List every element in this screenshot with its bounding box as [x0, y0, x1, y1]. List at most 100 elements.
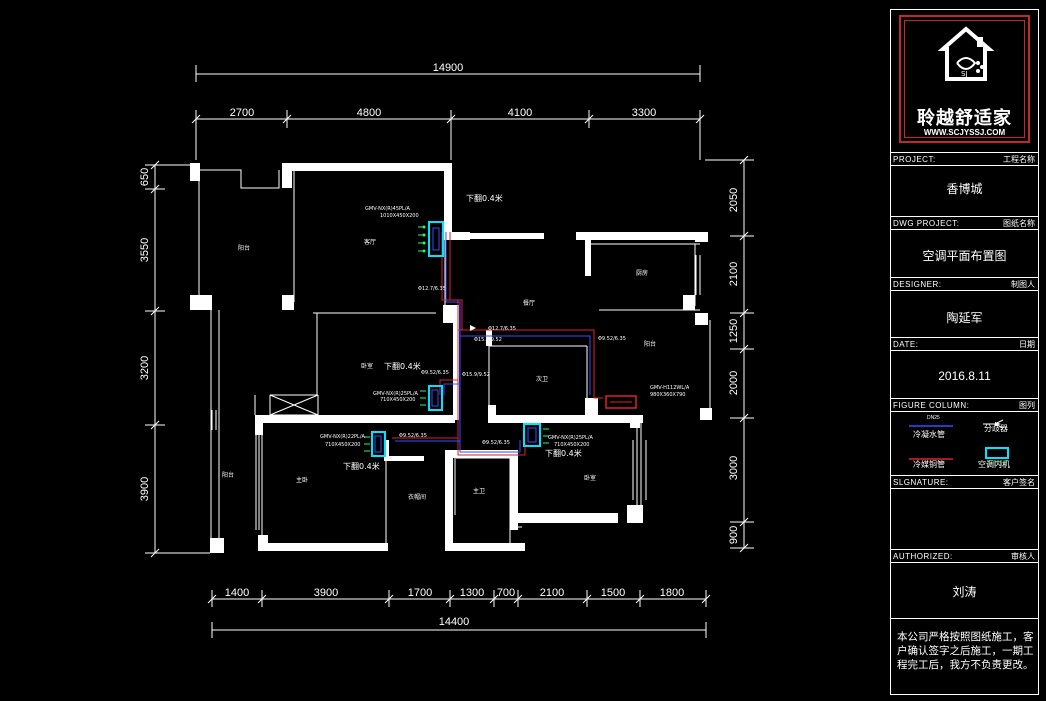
- project-label-cn: 工程名称: [1003, 155, 1035, 164]
- dim-top-3: 4100: [508, 107, 532, 119]
- room-label: 餐厅: [523, 299, 535, 307]
- pipe-label: Φ9.52/6.35: [421, 370, 449, 376]
- pipe-label: Φ9.52/6.35: [399, 433, 427, 439]
- unit-5-size: 980X360X790: [650, 392, 685, 398]
- pipe-label: Φ9.52/6.35: [482, 440, 510, 446]
- dim-left-3: 3200: [139, 356, 151, 380]
- room-label: 阳台: [238, 244, 250, 252]
- unit-3-model: GMV-NX(R)22PL/A: [320, 434, 366, 440]
- dim-overall-bottom: 14400: [439, 616, 470, 628]
- date-value: 2016.8.11: [938, 369, 991, 383]
- brand-name: 聆越舒适家: [917, 108, 1012, 128]
- designer-value: 陶延军: [946, 311, 983, 325]
- dim-right-1: 2050: [728, 188, 740, 212]
- dwg-value: 空调平面布置图: [922, 249, 1007, 263]
- room-label: 厨房: [636, 269, 648, 277]
- room-label: 客厅: [364, 238, 376, 246]
- figure-label-cn: 图列: [1019, 401, 1035, 410]
- unit-2-model: GMV-NX(R)25PL/A: [373, 391, 419, 397]
- dim-left-1: 650: [139, 168, 151, 186]
- date-label: DATE:: [893, 340, 919, 349]
- dim-top-4: 3300: [632, 107, 656, 119]
- drop-label: 下翻0.4米: [545, 448, 582, 458]
- authorized-header: AUTHORIZED: 审核人: [891, 549, 1038, 563]
- authorized-label-cn: 审核人: [1011, 552, 1035, 561]
- dim-right-5: 3000: [728, 456, 740, 480]
- signature-header: SLGNATURE: 客户签名: [891, 475, 1038, 489]
- project-value: 香博城: [946, 182, 983, 196]
- room-label: 阳台: [222, 471, 234, 479]
- room-labels: 阳台 客厅 餐厅 厨房 卧室 主卧 次卫 衣帽间 主卫 卧室 阳台 阳台: [222, 238, 656, 501]
- legend-graphics: [909, 419, 1009, 466]
- dim-left-4: 3900: [139, 477, 151, 501]
- pipe-size-labels: Φ12.7/6.35 Φ12.7/6.35 Φ15.9/9.52 Φ9.52/6…: [399, 286, 626, 446]
- drop-label: 下翻0.4米: [384, 361, 421, 371]
- dim-bottom-7: 1500: [601, 587, 625, 599]
- dim-overall-top: 14900: [433, 62, 464, 74]
- room-label: 次卫: [536, 375, 548, 383]
- unit-4-size: 710X450X200: [554, 442, 589, 448]
- disclaimer-note: 本公司严格按照图纸施工，客户确认签字之后施工，一期工程完工后，我方不负责更改。: [897, 631, 1034, 671]
- date-label-cn: 日期: [1019, 340, 1035, 349]
- brand-url: WWW.SCJYSSJ.COM: [923, 128, 1006, 137]
- dwg-label: DWG PROJECT:: [893, 219, 960, 228]
- room-label: 衣帽间: [408, 493, 426, 501]
- dim-bottom-2: 3900: [314, 587, 338, 599]
- dim-bottom-4: 1300: [460, 587, 484, 599]
- drop-label: 下翻0.4米: [466, 193, 503, 203]
- indoor-unit-2: [420, 385, 443, 411]
- pipe-label: Φ9.52/6.35: [598, 336, 626, 342]
- right-dimensions: [705, 155, 754, 553]
- room-label: 阳台: [644, 340, 656, 348]
- room-label: 卧室: [584, 474, 596, 482]
- unit-2-size: 710X450X200: [380, 397, 415, 403]
- dim-top-1: 2700: [230, 107, 254, 119]
- drop-label: 下翻0.4米: [343, 461, 380, 471]
- figure-label: FIGURE COLUMN:: [893, 401, 970, 410]
- dwg-label-cn: 图纸名称: [1003, 219, 1035, 228]
- dim-bottom-1: 1400: [225, 587, 249, 599]
- signature-label: SLGNATURE:: [893, 478, 949, 487]
- authorized-label: AUTHORIZED:: [893, 552, 953, 561]
- title-block: SJ 聆越舒适家 WWW.SCJYSSJ.COM PROJECT: 工程名称 香…: [890, 9, 1039, 695]
- unit-5-model: GMV-H112WL/A: [650, 385, 690, 391]
- refrigerant-pipes: [392, 232, 603, 456]
- room-label: 卧室: [361, 362, 373, 370]
- unit-1-model: GMV-NX(R)45PL/A: [365, 206, 411, 212]
- unit-3-size: 710X450X200: [325, 442, 360, 448]
- unit-4-model: GMV-NX(R)25PL/A: [548, 435, 594, 441]
- indoor-unit-3: [364, 431, 386, 457]
- dim-bottom-5: 700: [497, 587, 515, 599]
- note-divider: [891, 618, 1038, 619]
- dim-right-6: 900: [728, 526, 740, 544]
- legend-refrigerant: 冷媒铜管: [913, 460, 945, 469]
- legend-pipe-code: DN25: [927, 415, 940, 421]
- dwg-header: DWG PROJECT: 图纸名称: [891, 216, 1038, 230]
- branch-markers: [453, 325, 476, 402]
- room-label: 主卫: [473, 487, 485, 495]
- project-label: PROJECT:: [893, 155, 936, 164]
- wall-solids: [190, 163, 712, 553]
- house-logo-icon: SJ: [937, 26, 995, 81]
- windows: [211, 255, 701, 530]
- dim-right-3: 1250: [728, 319, 740, 343]
- dim-left-2: 3550: [139, 238, 151, 262]
- logo-small-text: SJ: [961, 70, 968, 78]
- designer-header: DESIGNER: 制图人: [891, 277, 1038, 291]
- legend-water-pipe: 冷凝水管: [913, 430, 945, 439]
- figure-header: FIGURE COLUMN: 图列: [891, 398, 1038, 412]
- company-logo: SJ 聆越舒适家 WWW.SCJYSSJ.COM: [899, 15, 1030, 143]
- pipe-label: Φ15.9/9.52: [462, 372, 490, 378]
- unit-1-size: 1010X450X200: [380, 213, 419, 219]
- bottom-dimensions: [207, 590, 711, 638]
- dim-right-2: 2100: [728, 262, 740, 286]
- legend-indoor: 空调内机: [978, 460, 1010, 469]
- legend-branch: 分歧器: [984, 424, 1008, 433]
- signature-label-cn: 客户签名: [1003, 478, 1035, 487]
- dim-bottom-6: 2100: [540, 587, 564, 599]
- indoor-unit-4: [523, 423, 549, 447]
- authorized-value: 刘涛: [952, 585, 977, 599]
- dim-bottom-8: 1800: [660, 587, 684, 599]
- dim-right-4: 2000: [728, 371, 740, 395]
